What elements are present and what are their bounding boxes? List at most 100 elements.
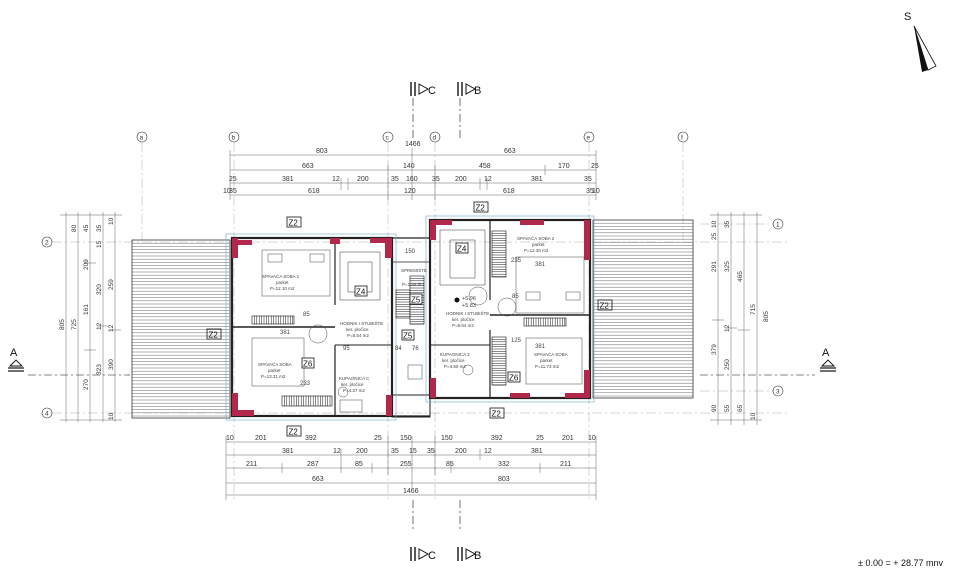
axis-bubbles — [41, 131, 784, 419]
dimension-text-top: 803 1466 663 663 140 458 170 381 12 200 … — [223, 141, 600, 195]
dim-bot-25a: 25 — [374, 435, 382, 442]
dim-left-edge-10b: 10 — [108, 412, 115, 420]
dimension-lines-bottom — [225, 436, 597, 500]
fixtures — [308, 286, 517, 413]
room-bed3-floor: parket — [268, 368, 281, 373]
dim-int-85a: 85 — [303, 312, 310, 318]
section-c-bottom-label: C — [428, 550, 436, 562]
dim-bot-12a: 12 — [333, 448, 341, 455]
room-bed3-area: P=13.31 m2 — [261, 374, 286, 379]
dim-right-250: 250 — [724, 359, 731, 370]
axis-row-1: 1 — [776, 222, 780, 229]
dim-bot-85b: 85 — [446, 461, 454, 468]
dim-left-161: 161 — [83, 304, 90, 315]
dim-top-35b: 35 — [432, 176, 440, 183]
dim-int-233: 233 — [300, 381, 311, 387]
dim-top-35c: 35 — [584, 176, 592, 183]
tag-z5-top: Z5 — [411, 296, 421, 305]
dim-int-381b: 381 — [535, 262, 546, 268]
room-hall1-name: HODNIK I STUBIŠTE — [340, 320, 383, 326]
dim-top-120: 120 — [404, 188, 416, 195]
dim-left-323: 323 — [96, 364, 103, 375]
tag-z4-left: Z4 — [356, 288, 366, 297]
tag-z5-mid: Z5 — [403, 332, 413, 341]
tag-z2-right: Z2 — [600, 302, 610, 311]
dim-bot-85a: 85 — [355, 461, 363, 468]
north-arrow: S — [904, 11, 937, 72]
room-bed2-floor: parket — [532, 242, 545, 247]
section-b-bottom-label: B — [474, 550, 481, 562]
dim-right-edge-65: 65 — [737, 404, 744, 412]
roof-plane-right — [592, 219, 694, 399]
dim-right-edge-10a: 10 — [711, 220, 718, 228]
dim-left-270: 270 — [83, 379, 90, 390]
dim-right-edge-55: 55 — [724, 404, 731, 412]
dim-right-291: 291 — [711, 261, 718, 272]
dim-top-edge-10b: 10 — [592, 188, 600, 195]
dim-top-663b: 663 — [302, 163, 314, 170]
dim-right-715: 715 — [750, 304, 757, 315]
section-c-top-label: C — [428, 85, 436, 97]
room-bath2-name: KUPAONICA 2 — [440, 352, 470, 357]
dim-top-458: 458 — [479, 163, 491, 170]
dim-bot-10b: 10 — [588, 435, 596, 442]
level-lower: +5.83 — [462, 303, 476, 309]
dim-top-edge-10a: 10 — [223, 188, 231, 195]
dim-bot-10a: 10 — [226, 435, 234, 442]
dim-top-edge-35a: 35 — [229, 188, 237, 195]
dim-right-805: 805 — [763, 311, 770, 322]
dim-bot-201b: 201 — [562, 435, 574, 442]
dim-top-170: 170 — [558, 163, 570, 170]
dimension-text-bottom: 10 201 392 25 150 150 392 25 201 10 381 … — [226, 435, 596, 495]
stairs-left — [339, 251, 381, 301]
dim-bot-150a: 150 — [400, 435, 412, 442]
dim-top-200a: 200 — [357, 176, 369, 183]
wall-columns — [232, 220, 590, 416]
dimension-lines-left — [60, 212, 122, 422]
dim-int-84: 84 — [395, 346, 402, 352]
axis-col-b: b — [232, 135, 236, 142]
tag-z2-bottom-left: Z2 — [289, 428, 299, 437]
dim-bot-803: 803 — [498, 476, 510, 483]
room-hall2-name: HODNIK I STUBIŠTE — [446, 310, 489, 316]
dim-int-381a: 381 — [280, 330, 291, 336]
dim-int-235: 235 — [511, 258, 522, 264]
dim-top-12a: 12 — [332, 176, 340, 183]
dim-top-35a: 35 — [391, 176, 399, 183]
dim-left-725: 725 — [71, 319, 78, 330]
tag-z6-left: Z6 — [303, 360, 313, 369]
axis-col-a: a — [140, 135, 144, 142]
dim-left-edge-10: 10 — [108, 217, 115, 225]
section-a-left-label: A — [10, 347, 18, 359]
room-hall1-area: P=8.54 m2 — [347, 333, 369, 338]
dim-left-edge-35: 35 — [96, 224, 103, 232]
dim-top-803: 803 — [316, 148, 328, 155]
interior-dimensions: 381 381 381 85 85 95 233 235 125 150 84 … — [280, 249, 546, 387]
axis-labels: a b c d e f 2 4 1 3 — [45, 135, 780, 418]
section-b-top-label: B — [474, 85, 481, 97]
dim-right-90: 90 — [711, 404, 718, 412]
dim-top-140: 140 — [403, 163, 415, 170]
dim-right-edge-25: 25 — [711, 232, 718, 240]
axis-col-c: c — [386, 135, 390, 142]
section-markers-top: C B — [410, 82, 481, 140]
dim-bot-332: 332 — [498, 461, 510, 468]
north-label: S — [904, 11, 911, 23]
dim-bot-150b: 150 — [441, 435, 453, 442]
dim-bot-392b: 392 — [491, 435, 503, 442]
room-bed2-area: P=12.30 m2 — [524, 248, 549, 253]
dim-top-618b: 618 — [503, 188, 515, 195]
dim-right-edge-10b: 10 — [750, 412, 757, 420]
dim-bot-15: 15 — [409, 448, 417, 455]
room-bed4-floor: parket — [540, 358, 553, 363]
room-bed1-name: SPAVAĆA SOBA 1 — [262, 273, 300, 279]
dim-top-200b: 200 — [455, 176, 467, 183]
room-hall2-area: P=8.64 m2 — [452, 323, 474, 328]
dim-int-76: 76 — [412, 346, 419, 352]
dim-right-465: 465 — [737, 271, 744, 282]
room-store-area: P=1.89 m2 — [402, 282, 424, 287]
dim-bot-200a: 200 — [356, 448, 368, 455]
axis-row-3: 3 — [776, 389, 780, 396]
tag-z2-top-right: Z2 — [476, 204, 486, 213]
